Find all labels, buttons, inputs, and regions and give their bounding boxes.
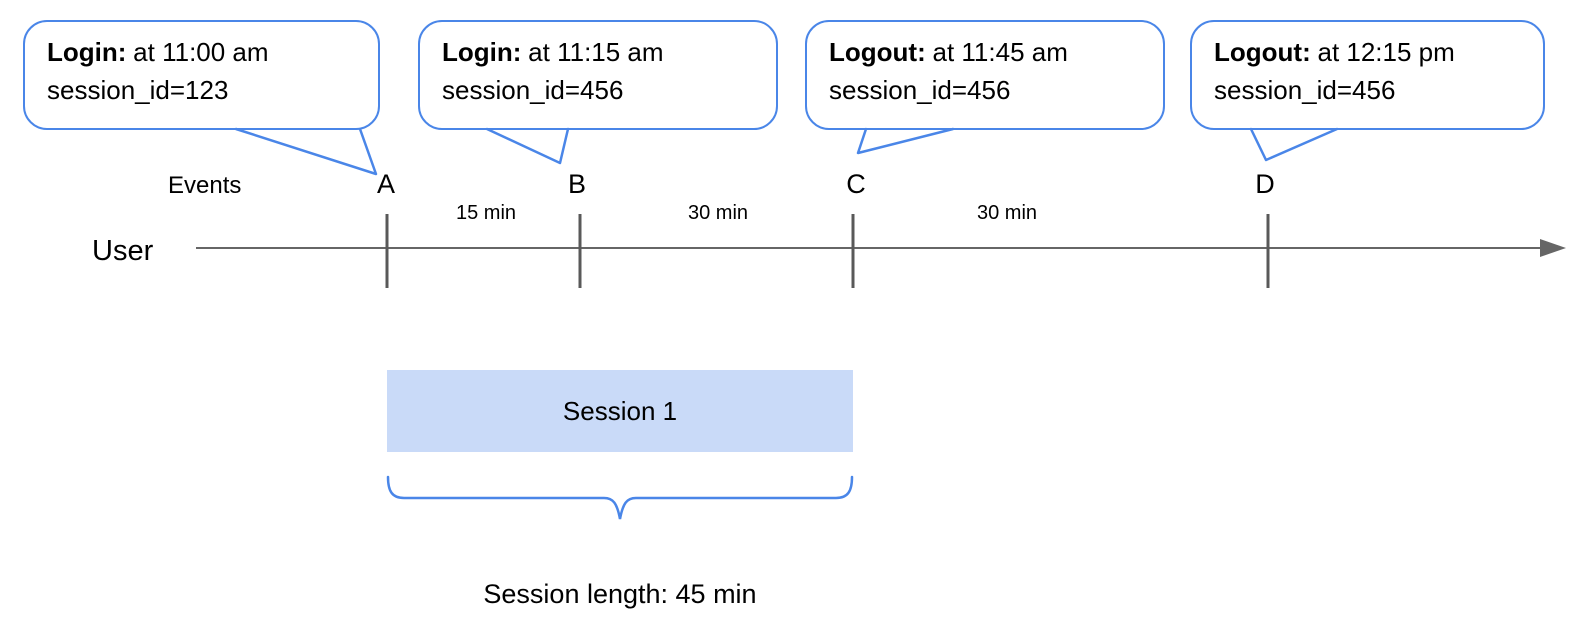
callout-line-1: Login:at 11:00 am — [47, 33, 364, 71]
event-time: at 12:15 pm — [1317, 37, 1455, 67]
event-type-label: Login: — [47, 37, 127, 67]
event-session-id: session_id=456 — [1214, 75, 1396, 105]
interval-b-c: 30 min — [687, 202, 749, 224]
interval-a-b: 15 min — [455, 202, 517, 224]
event-type-label: Logout: — [1214, 37, 1311, 67]
callout-event-d: Logout:at 12:15 pm session_id=456 — [1190, 20, 1545, 130]
event-time: at 11:45 am — [932, 37, 1068, 67]
callout-event-b: Login:at 11:15 am session_id=456 — [418, 20, 778, 130]
event-session-id: session_id=456 — [829, 75, 1011, 105]
session-1-label: Session 1 — [562, 395, 678, 426]
marker-b: B — [567, 169, 586, 199]
marker-a: A — [376, 169, 395, 199]
event-type-label: Login: — [442, 37, 522, 67]
event-time: at 11:00 am — [133, 37, 269, 67]
marker-c: C — [846, 169, 866, 199]
session-length-brace — [386, 475, 854, 520]
callout-tail-b — [485, 127, 570, 165]
marker-d: D — [1255, 169, 1275, 199]
timeline-arrowhead-icon — [1540, 239, 1566, 257]
event-type-label: Logout: — [829, 37, 926, 67]
callout-tail-a — [234, 127, 378, 176]
callout-tail-d — [1249, 127, 1339, 162]
session-1-box: Session 1 — [387, 370, 853, 452]
events-column-label: Events — [168, 172, 242, 199]
callout-event-a: Login:at 11:00 am session_id=123 — [23, 20, 380, 130]
interval-c-d: 30 min — [976, 202, 1038, 224]
callout-line-1: Logout:at 11:45 am — [829, 33, 1149, 71]
event-time: at 11:15 am — [528, 37, 664, 67]
callout-line-1: Login:at 11:15 am — [442, 33, 762, 71]
user-row-label: User — [92, 235, 154, 267]
event-session-id: session_id=123 — [47, 75, 229, 105]
callout-event-c: Logout:at 11:45 am session_id=456 — [805, 20, 1165, 130]
event-session-id: session_id=456 — [442, 75, 624, 105]
callout-line-1: Logout:at 12:15 pm — [1214, 33, 1529, 71]
callout-tail-c — [856, 127, 955, 155]
session-length-label: Session length: 45 min — [483, 579, 757, 609]
